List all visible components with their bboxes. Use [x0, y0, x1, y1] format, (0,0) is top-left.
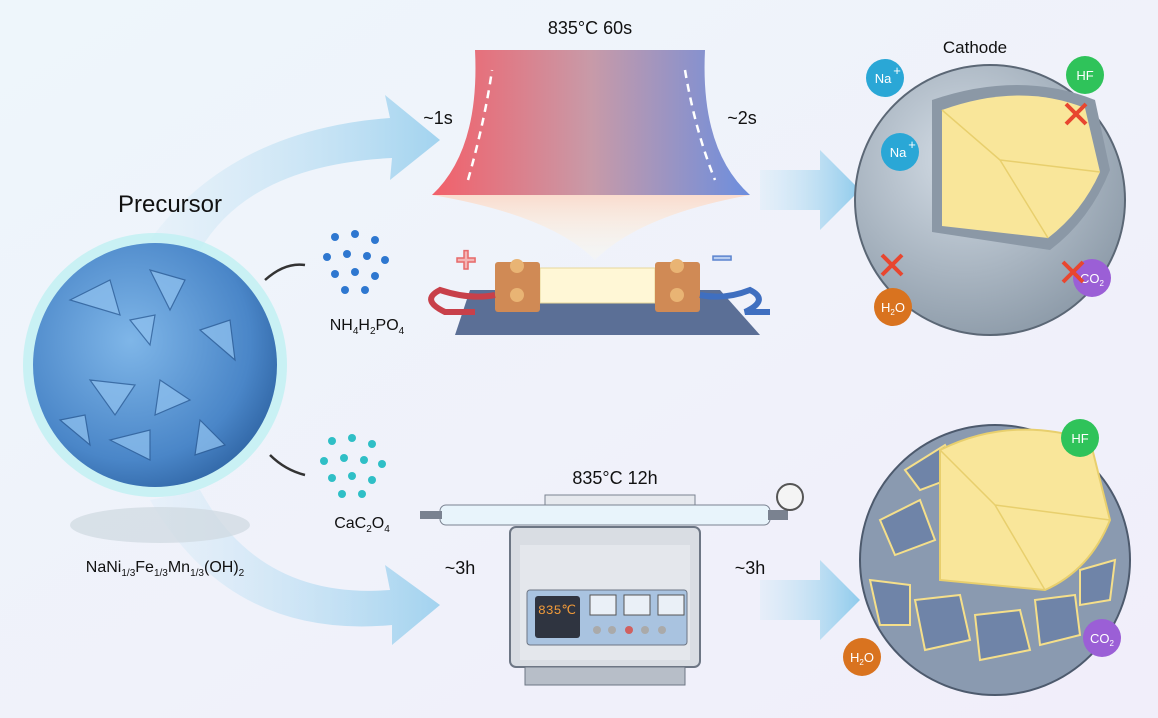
bottom-condition: 835°C 12h	[572, 468, 657, 488]
svg-text:CO2: CO2	[1080, 271, 1105, 288]
particle-dot	[363, 252, 371, 260]
cathode-title: Cathode	[943, 38, 1007, 57]
heating-dashed-arrow	[466, 69, 494, 181]
precursor-formula: NaNi1/3Fe1/3Mn1/3(OH)2	[86, 559, 245, 579]
svg-text:+: +	[893, 63, 901, 78]
cooling-dashed-arrow	[683, 69, 717, 181]
temperature-profile	[432, 50, 750, 195]
svg-text:HF: HF	[1076, 68, 1093, 83]
particle-dot	[348, 472, 356, 480]
particle-dot	[351, 230, 359, 238]
particle-dot	[351, 268, 359, 276]
furnace-cool-time: ~3h	[735, 558, 766, 578]
svg-text:HF: HF	[1071, 431, 1088, 446]
top-flow-arrow	[150, 95, 440, 250]
particle-dot	[340, 454, 348, 462]
particle-dot	[371, 236, 379, 244]
hf-molecule-top: HF	[1066, 56, 1104, 94]
furnace-display: 835℃	[538, 603, 576, 618]
cac2o4-label: CaC2O4	[334, 515, 390, 535]
svg-text:H2O: H2O	[850, 650, 874, 667]
additive-arrow-top	[264, 263, 306, 281]
particle-dot	[371, 272, 379, 280]
heat-glow	[432, 195, 750, 260]
particle-dot	[360, 456, 368, 464]
positive-terminal: +	[455, 239, 476, 280]
furnace-heat-time: ~3h	[445, 558, 476, 578]
particle-dot	[328, 474, 336, 482]
joule-heating-device	[428, 259, 770, 335]
na-ion-1: Na+	[866, 59, 904, 97]
heat-time: ~1s	[423, 108, 453, 128]
h2o-molecule-top: H2O	[874, 288, 912, 326]
particle-dot	[348, 434, 356, 442]
particle-dot	[368, 476, 376, 484]
particle-dot	[381, 256, 389, 264]
nh4h2po4-label: NH4H2PO4	[330, 317, 405, 337]
blocked-x-icons	[880, 102, 1088, 284]
co2-molecule-top: CO2	[1073, 259, 1111, 297]
cathode-core	[942, 95, 1100, 239]
svg-text:Na: Na	[890, 145, 907, 160]
na-ion-2: Na+	[881, 133, 919, 171]
cac2o4-particles	[320, 434, 386, 498]
particle-dot	[341, 286, 349, 294]
co2-molecule-bottom: CO2	[1083, 619, 1121, 657]
particle-dot	[328, 437, 336, 445]
bottom-core-edges	[939, 449, 1111, 591]
cracked-grains	[868, 443, 1117, 662]
particle-dot	[331, 270, 339, 278]
hf-molecule-bottom: HF	[1061, 419, 1099, 457]
particle-dot	[358, 490, 366, 498]
core-edges	[941, 109, 1101, 239]
top-output-arrow	[760, 150, 860, 230]
svg-text:Na: Na	[875, 71, 892, 86]
bottom-output-arrow	[760, 560, 860, 640]
nh4h2po4-particles	[323, 230, 389, 294]
negative-terminal: −	[711, 237, 732, 278]
particle-dot	[320, 457, 328, 465]
particle-dot	[368, 440, 376, 448]
precursor-flakes	[58, 269, 236, 461]
svg-text:CO2: CO2	[1090, 631, 1115, 648]
additive-arrow-bottom	[269, 454, 306, 477]
svg-text:+: +	[908, 137, 916, 152]
particle-dot	[378, 460, 386, 468]
particle-dot	[343, 250, 351, 258]
particle-dot	[361, 286, 369, 294]
precursor-shadow	[70, 507, 250, 543]
tube-furnace	[420, 483, 804, 686]
particle-dot	[323, 253, 331, 261]
top-condition: 835°C 60s	[548, 18, 632, 38]
h2o-molecule-bottom: H2O	[843, 638, 881, 676]
cool-time: ~2s	[727, 108, 757, 128]
particle-dot	[338, 490, 346, 498]
svg-text:H2O: H2O	[881, 300, 905, 317]
particle-dot	[331, 233, 339, 241]
precursor-title: Precursor	[118, 191, 222, 218]
